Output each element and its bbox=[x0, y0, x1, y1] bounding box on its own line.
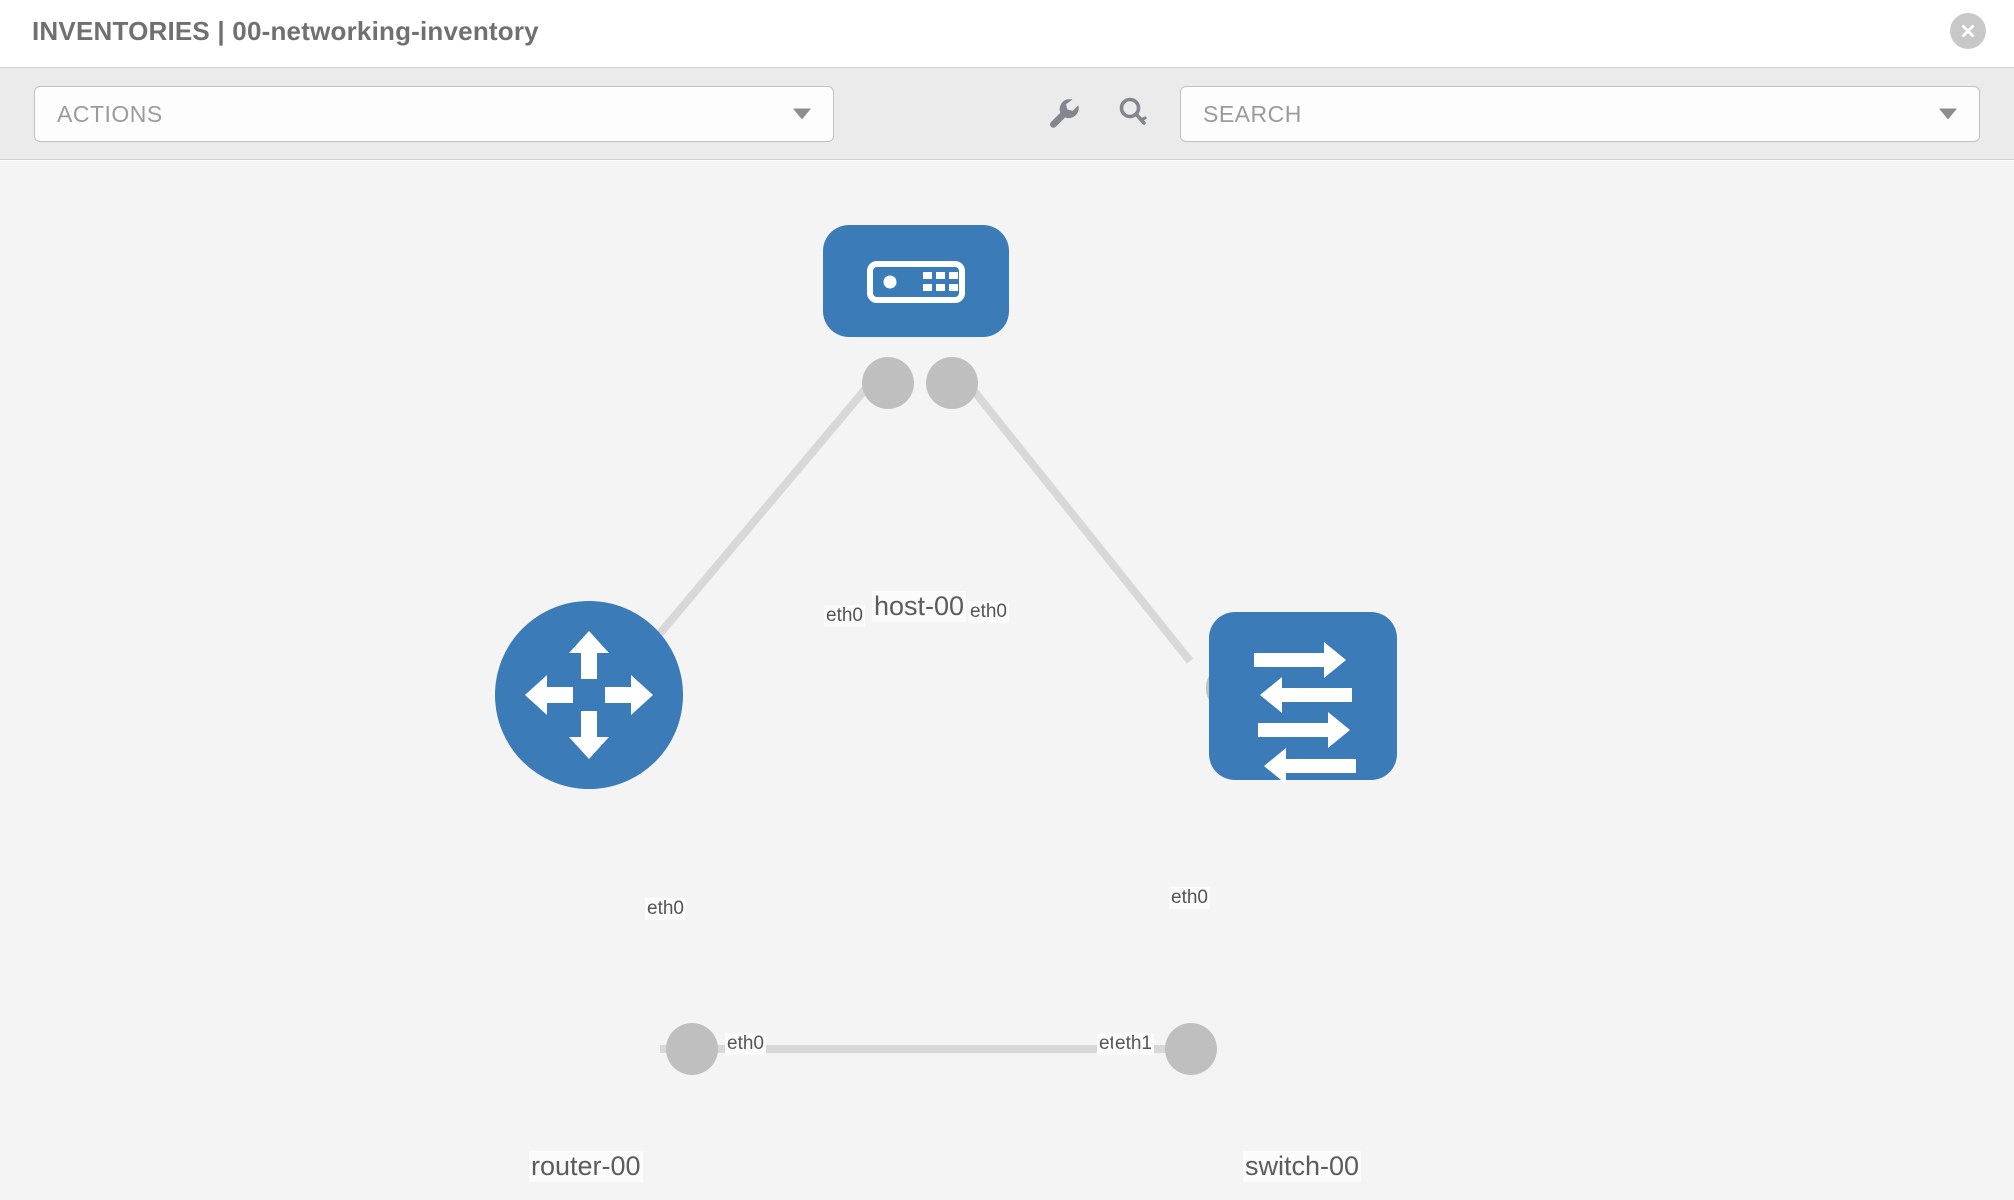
search-placeholder: SEARCH bbox=[1203, 101, 1302, 127]
topology-node-router-00[interactable] bbox=[495, 601, 683, 789]
edge-label: eth1 bbox=[1113, 1033, 1154, 1055]
edge-label: eth0 bbox=[645, 898, 686, 920]
key-search-icon[interactable] bbox=[1110, 90, 1156, 136]
chevron-down-icon[interactable] bbox=[1939, 108, 1957, 120]
endpoint-dot bbox=[926, 357, 978, 409]
router-arrows-icon bbox=[525, 631, 653, 759]
switch-arrows-icon bbox=[1254, 642, 1356, 784]
actions-dropdown-label: ACTIONS bbox=[57, 101, 163, 127]
actions-dropdown[interactable]: ACTIONS bbox=[34, 86, 834, 142]
edge-host-switch[interactable] bbox=[946, 358, 1194, 664]
close-icon[interactable] bbox=[1950, 13, 1986, 49]
page-header: INVENTORIES | 00-networking-inventory bbox=[0, 0, 2014, 68]
page-title: INVENTORIES | 00-networking-inventory bbox=[32, 16, 539, 46]
topology-endpoints bbox=[666, 357, 1258, 1075]
edge-label: eth0 bbox=[1169, 887, 1210, 909]
toolbar: ACTIONS SEARCH bbox=[0, 68, 2014, 160]
endpoint-dot bbox=[1165, 1023, 1217, 1075]
edge-host-router[interactable] bbox=[616, 358, 893, 684]
topology-graph bbox=[495, 225, 1397, 1075]
search-input[interactable]: SEARCH bbox=[1180, 86, 1980, 142]
node-label-router-00: router-00 bbox=[529, 1151, 643, 1182]
endpoint-dot bbox=[862, 357, 914, 409]
topology-node-host-00[interactable] bbox=[823, 225, 1009, 337]
endpoint-dot bbox=[666, 1023, 718, 1075]
node-label-host-00: host-00 bbox=[872, 591, 967, 622]
topology-node-switch-00[interactable] bbox=[1209, 612, 1397, 784]
wrench-icon[interactable] bbox=[1040, 90, 1086, 136]
edge-label: eth0 bbox=[725, 1033, 766, 1055]
topology-edges bbox=[616, 358, 1215, 1053]
server-icon bbox=[867, 261, 965, 303]
topology-canvas[interactable]: eth0 eth0 eth0 eth0 eth0 eth eth1 host-0… bbox=[0, 161, 2014, 1200]
edge-label: eth0 bbox=[968, 601, 1009, 623]
edge-label: eth0 bbox=[824, 605, 865, 627]
chevron-down-icon bbox=[793, 108, 811, 120]
node-label-switch-00: switch-00 bbox=[1243, 1151, 1362, 1182]
